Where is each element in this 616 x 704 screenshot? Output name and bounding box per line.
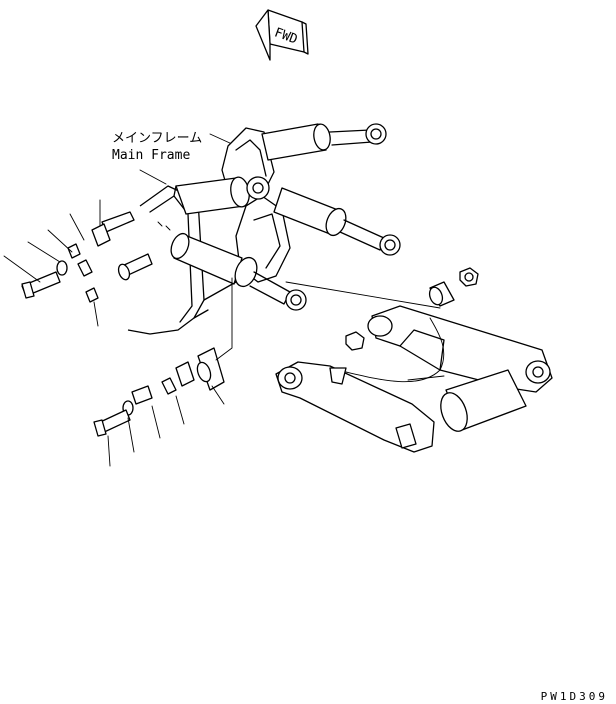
drawing-code: PW1D309 xyxy=(541,690,608,703)
upper-pin-hardware xyxy=(3,199,153,327)
cylinder-lower xyxy=(170,232,307,311)
lower-pin-hardware xyxy=(93,277,233,467)
main-frame-callout: メインフレーム Main Frame xyxy=(112,131,233,185)
main-frame-label-en: Main Frame xyxy=(112,148,190,163)
fwd-direction-badge: FWD xyxy=(255,9,309,61)
cylinder-right xyxy=(273,187,401,256)
bushing-and-nut xyxy=(285,267,479,309)
cylinder-middle xyxy=(175,176,270,215)
cylinder-upper xyxy=(261,123,387,161)
equalizer-arm xyxy=(275,305,553,453)
main-frame-label-ja: メインフレーム xyxy=(112,131,202,146)
